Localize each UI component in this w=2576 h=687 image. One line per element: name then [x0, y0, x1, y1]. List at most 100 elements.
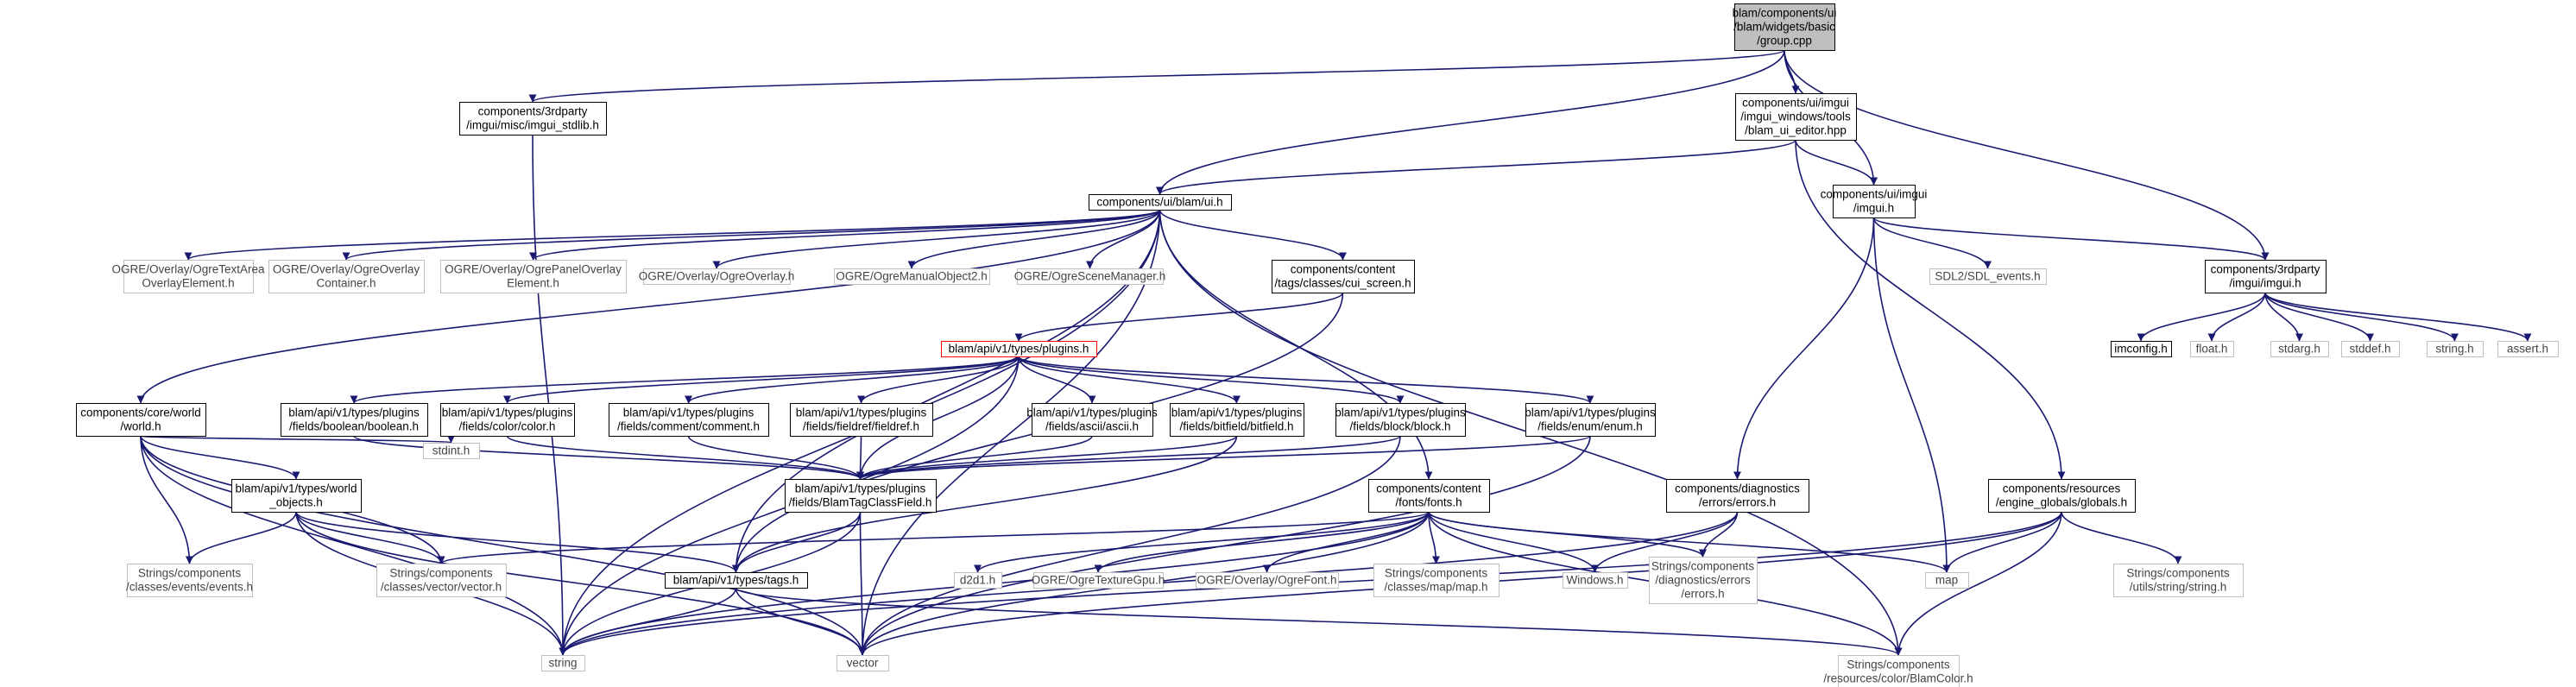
node-str_string-label-line-1: /utils/string/string.h: [2130, 581, 2227, 594]
node-blam_ui_editor-label-line-2: /blam_ui_editor.hpp: [1745, 124, 1847, 137]
node-comment_h[interactable]: blam/api/v1/types/plugins/fields/comment…: [609, 403, 769, 437]
node-color_h[interactable]: blam/api/v1/types/plugins/fields/color/c…: [440, 403, 575, 437]
node-vector[interactable]: vector: [837, 655, 889, 671]
node-windows_h[interactable]: Windows.h: [1563, 572, 1628, 589]
node-block_h-label-line-0: blam/api/v1/types/plugins: [1335, 407, 1466, 419]
node-events_h[interactable]: Strings/components/classes/events/events…: [126, 564, 253, 597]
node-diag_errors[interactable]: components/diagnostics/errors/errors.h: [1666, 479, 1809, 513]
node-str_string-label-line-0: Strings/components: [2126, 567, 2230, 580]
node-d2d1_h[interactable]: d2d1.h: [954, 572, 1002, 589]
node-world_h[interactable]: components/core/world/world.h: [76, 403, 206, 437]
node-ogre_textarea-label-line-0: OGRE/Overlay/OgreTextArea: [111, 263, 265, 276]
node-world_h-label-line-0: components/core/world: [80, 407, 201, 419]
node-float_h[interactable]: float.h: [2190, 341, 2234, 357]
edge-world_objects-to-vector: [295, 511, 867, 656]
node-stdarg_h[interactable]: stdarg.h: [2270, 341, 2329, 357]
node-map[interactable]: map: [1925, 572, 1969, 589]
edge-blam_ui_h-to-ogre_overlay: [712, 209, 1161, 269]
edge-plugins_h-to-enum_h: [1018, 356, 1594, 404]
node-stdarg_h-label-line-0: stdarg.h: [2278, 343, 2320, 356]
edge-blam_ui_editor-to-blam_ui_h: [1156, 139, 1796, 195]
node-assert_h-box: [2497, 341, 2559, 357]
node-str_errors[interactable]: Strings/components/diagnostics/errors/er…: [1649, 557, 1758, 604]
node-sdl_events[interactable]: SDL2/SDL_events.h: [1929, 268, 2047, 285]
node-vector-box: [837, 655, 889, 671]
node-block_h[interactable]: blam/api/v1/types/plugins/fields/block/b…: [1335, 403, 1466, 437]
edge-fonts_h-to-windows_h: [1428, 511, 1599, 573]
node-d2d1_h-box: [954, 572, 1002, 589]
edge-bitfield_h-to-blamtagclassfield: [856, 435, 1238, 480]
node-fieldref_h[interactable]: blam/api/v1/types/plugins/fields/fieldre…: [790, 403, 933, 437]
node-ogre_scene_mgr[interactable]: OGRE/OgreSceneManager.h: [1014, 268, 1166, 285]
node-float_h-label-line-0: float.h: [2196, 343, 2228, 356]
edge-cui_screen-to-plugins_h: [1014, 292, 1344, 342]
node-imgui_stdlib[interactable]: components/3rdparty/imgui/misc/imgui_std…: [459, 102, 607, 136]
node-tp_imgui_h[interactable]: components/3rdparty/imgui/imgui.h: [2205, 260, 2327, 293]
edge-globals_h-to-map: [1942, 511, 2062, 573]
node-map_hdr[interactable]: Strings/components/classes/map/map.h: [1373, 564, 1500, 597]
node-enum_h[interactable]: blam/api/v1/types/plugins/fields/enum/en…: [1525, 403, 1656, 437]
node-vector_hdr[interactable]: Strings/components/classes/vector/vector…: [376, 564, 507, 597]
node-ogre_panel_overlay-label-line-0: OGRE/Overlay/OgrePanelOverlay: [445, 263, 622, 276]
node-ogre_texgpu[interactable]: OGRE/OgreTextureGpu.h: [1032, 572, 1165, 589]
node-group_cpp-label-line-2: /group.cpp: [1757, 35, 1812, 47]
node-tags_h[interactable]: blam/api/v1/types/tags.h: [665, 572, 808, 589]
node-globals_h-label-line-1: /engine_globals/globals.h: [1996, 496, 2127, 509]
node-world_objects[interactable]: blam/api/v1/types/world_objects.h: [231, 479, 362, 513]
node-comment_h-box: [609, 403, 769, 437]
node-sdl_events-label-line-0: SDL2/SDL_events.h: [1935, 270, 2040, 283]
edge-plugins_h-to-ascii_h: [1018, 356, 1096, 404]
node-ui_imgui_h[interactable]: components/ui/imgui/imgui.h: [1821, 185, 1928, 218]
node-assert_h[interactable]: assert.h: [2497, 341, 2559, 357]
node-ogre_manual[interactable]: OGRE/OgreManualObject2.h: [834, 268, 990, 285]
node-ogre_overlay_container-label-line-0: OGRE/Overlay/OgreOverlay: [273, 263, 420, 276]
node-enum_h-label-line-0: blam/api/v1/types/plugins: [1525, 407, 1656, 419]
edge-fonts_h-to-map: [1428, 511, 1951, 573]
node-ogre_overlay[interactable]: OGRE/Overlay/OgreOverlay.h: [639, 268, 795, 285]
node-blamcolor[interactable]: Strings/components/resources/color/BlamC…: [1823, 655, 1973, 687]
node-boolean_h[interactable]: blam/api/v1/types/plugins/fields/boolean…: [281, 403, 428, 437]
node-ascii_h[interactable]: blam/api/v1/types/plugins/fields/ascii/a…: [1026, 403, 1158, 437]
edge-fonts_h-to-d2d1_h: [974, 511, 1430, 573]
node-str_string[interactable]: Strings/components/utils/string/string.h: [2113, 564, 2244, 597]
node-fieldref_h-label-line-1: /fields/fieldref/fieldref.h: [803, 420, 919, 433]
node-events_h-label-line-0: Strings/components: [138, 567, 242, 580]
node-bitfield_h[interactable]: blam/api/v1/types/plugins/fields/bitfiel…: [1170, 403, 1304, 437]
node-group_cpp-label-line-1: /blam/widgets/basic: [1733, 21, 1835, 34]
node-ogre_font[interactable]: OGRE/Overlay/OgreFont.h: [1196, 572, 1339, 589]
node-ogre_manual-label-line-0: OGRE/OgreManualObject2.h: [836, 270, 988, 283]
node-blamtagclassfield[interactable]: blam/api/v1/types/plugins/fields/BlamTag…: [785, 479, 937, 513]
node-ogre_textarea[interactable]: OGRE/Overlay/OgreTextAreaOverlayElement.…: [111, 260, 265, 293]
node-str_errors-label-line-0: Strings/components: [1651, 560, 1755, 573]
node-plugins_h[interactable]: blam/api/v1/types/plugins.h: [941, 341, 1097, 357]
node-stddef_h-label-line-0: stddef.h: [2349, 343, 2390, 356]
edge-enum_h-to-blamtagclassfield: [856, 435, 1591, 480]
node-blam_ui_editor[interactable]: components/ui/imgui/imgui_windows/tools/…: [1735, 93, 1857, 141]
node-string_h[interactable]: string.h: [2427, 341, 2484, 357]
node-cui_screen[interactable]: components/content/tags/classes/cui_scre…: [1272, 260, 1415, 293]
node-tp_imgui_h-label-line-1: /imgui/imgui.h: [2229, 277, 2301, 290]
node-d2d1_h-label-line-0: d2d1.h: [960, 574, 995, 587]
node-string[interactable]: string: [541, 655, 585, 671]
edge-tags_h-to-vector: [735, 587, 867, 656]
node-imconfig[interactable]: imconfig.h: [2111, 341, 2172, 357]
edge-world_objects-to-tags_h: [295, 511, 740, 573]
node-cui_screen-label-line-0: components/content: [1291, 263, 1396, 276]
node-blam_ui_h[interactable]: components/ui/blam/ui.h: [1089, 194, 1232, 211]
edge-group_cpp-to-tp_imgui_h: [1784, 49, 2270, 261]
node-string_h-label-line-0: string.h: [2435, 343, 2473, 356]
edge-blam_ui_h-to-world_h: [136, 209, 1161, 404]
edge-world_h-to-vector: [140, 435, 867, 656]
node-stddef_h[interactable]: stddef.h: [2341, 341, 2400, 357]
edge-world_h-to-events_h: [140, 435, 193, 564]
node-ogre_font-box: [1196, 572, 1339, 589]
node-fonts_h[interactable]: components/content/fonts/fonts.h: [1368, 479, 1490, 513]
node-plugins_h-box: [941, 341, 1097, 357]
node-str_errors-label-line-2: /errors.h: [1681, 588, 1724, 601]
edge-plugins_h-to-boolean_h: [350, 356, 1020, 404]
node-stdint_h[interactable]: stdint.h: [423, 443, 480, 459]
node-globals_h[interactable]: components/resources/engine_globals/glob…: [1988, 479, 2136, 513]
node-bitfield_h-label-line-0: blam/api/v1/types/plugins: [1171, 407, 1303, 419]
